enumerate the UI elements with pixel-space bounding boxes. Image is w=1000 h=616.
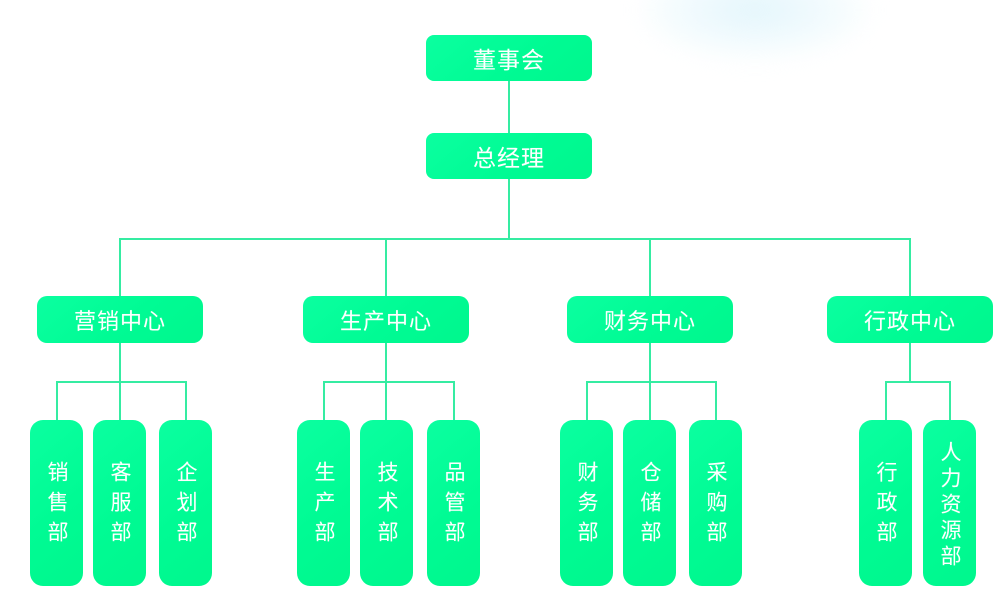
- node-production-center[interactable]: 生产中心: [303, 296, 469, 343]
- node-purchasing-dept[interactable]: 采购部: [689, 420, 742, 586]
- node-technology-dept[interactable]: 技术部: [360, 420, 413, 586]
- connector-production-center-stem: [385, 343, 387, 382]
- connector-to-purchasing-dept: [715, 381, 717, 420]
- connector-marketing-center-stem: [119, 343, 121, 382]
- node-administration-dept[interactable]: 行政部: [859, 420, 912, 586]
- connector-admin-sub-bus: [885, 381, 951, 383]
- connector-marketing-sub-bus: [56, 381, 187, 383]
- connector-to-quality-dept: [453, 381, 455, 420]
- connector-to-human-resources-dept: [949, 381, 951, 420]
- node-production-dept[interactable]: 生产部: [297, 420, 350, 586]
- node-customer-service-dept[interactable]: 客服部: [93, 420, 146, 586]
- node-sales-dept[interactable]: 销售部: [30, 420, 83, 586]
- connector-bus-to-finance-center: [649, 238, 651, 296]
- connector-bus-to-marketing-center: [119, 238, 121, 296]
- node-warehouse-dept[interactable]: 仓储部: [623, 420, 676, 586]
- node-planning-dept[interactable]: 企划部: [159, 420, 212, 586]
- node-general-manager[interactable]: 总经理: [426, 133, 592, 179]
- connector-main-bus: [119, 238, 910, 240]
- connector-to-technology-dept: [385, 381, 387, 420]
- connector-to-sales-dept: [56, 381, 58, 420]
- node-finance-dept[interactable]: 财务部: [560, 420, 613, 586]
- connector-bus-to-production-center: [385, 238, 387, 296]
- node-board[interactable]: 董事会: [426, 35, 592, 81]
- connector-finance-sub-bus: [586, 381, 717, 383]
- connector-to-finance-dept: [586, 381, 588, 420]
- connector-board-to-gm: [508, 81, 510, 134]
- connector-gm-to-bus: [508, 179, 510, 238]
- node-human-resources-dept[interactable]: 人力资源部: [923, 420, 976, 586]
- connector-to-administration-dept: [885, 381, 887, 420]
- connector-production-sub-bus: [323, 381, 455, 383]
- node-quality-dept[interactable]: 品管部: [427, 420, 480, 586]
- connector-bus-to-admin-center: [909, 238, 911, 296]
- node-admin-center[interactable]: 行政中心: [827, 296, 993, 343]
- connector-to-warehouse-dept: [649, 381, 651, 420]
- connector-to-production-dept: [323, 381, 325, 420]
- connector-to-customer-service-dept: [119, 381, 121, 420]
- connector-finance-center-stem: [649, 343, 651, 382]
- connector-to-planning-dept: [185, 381, 187, 420]
- background-watermark: [640, 0, 870, 60]
- connector-admin-center-stem: [909, 343, 911, 382]
- node-finance-center[interactable]: 财务中心: [567, 296, 733, 343]
- node-marketing-center[interactable]: 营销中心: [37, 296, 203, 343]
